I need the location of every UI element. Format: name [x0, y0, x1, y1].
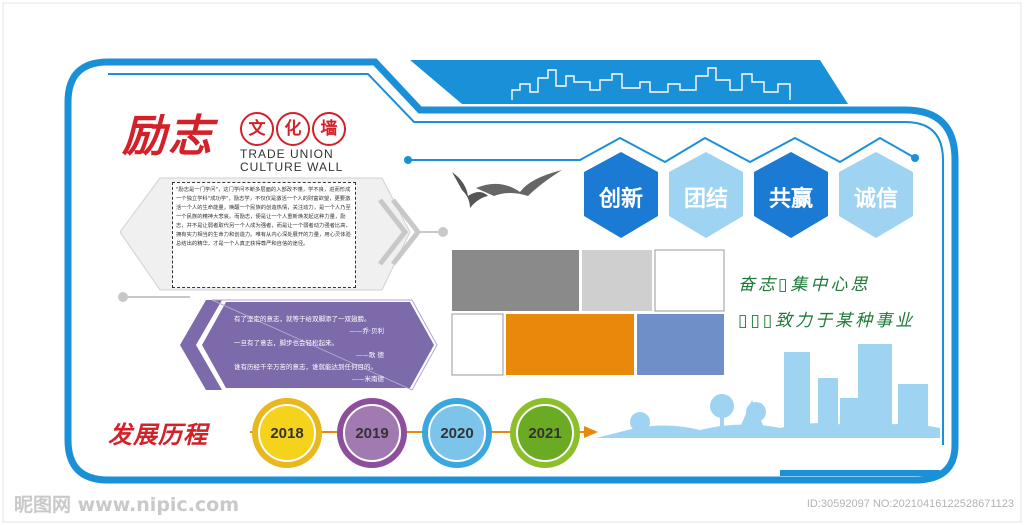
year-circle-2018: 2018 — [252, 398, 322, 468]
quote-line: 有了坚定的意志，就等于给双脚添了一双翅膀。 — [234, 315, 371, 323]
year-label: 2021 — [516, 404, 574, 462]
birds-icon — [452, 170, 562, 208]
quote-panel — [202, 302, 434, 388]
subtitle-en-line1: TRADE UNION — [240, 147, 334, 161]
title-circle-char: 墙 — [312, 112, 346, 146]
photo-grid — [451, 249, 725, 376]
city-illustration — [596, 344, 940, 438]
year-circle-2021: 2021 — [510, 398, 580, 468]
trend-line — [408, 136, 916, 164]
essay-text-box: "励志是一门学问"，这门学问不断多层面的入部改不懂，学不良，进而形成一个独立学科… — [172, 182, 356, 288]
quote-signature: ——歌 德 — [355, 351, 384, 359]
slogan-line2: ▯▯▯致力于某种事业 — [738, 311, 916, 331]
inner-frame-line — [108, 73, 944, 445]
trend-dot — [404, 156, 412, 164]
connector-dot — [438, 227, 448, 237]
value-label: 诚信 — [853, 187, 898, 212]
skyline-banner — [410, 60, 848, 104]
quote-signature: ——乔·贝利 — [349, 327, 384, 335]
watermark-right: ID:30592097 NO:20210416122528671123 — [806, 498, 1014, 510]
quote-line: 谁有历经千辛万苦的意志，谁就能达到任何目的。 — [234, 363, 377, 371]
quotes-block: 有了坚定的意志，就等于给双脚添了一双翅膀。 ——乔·贝利 一旦有了意志，脚步也会… — [234, 313, 414, 385]
value-label: 创新 — [598, 187, 643, 212]
year-label: 2020 — [428, 404, 486, 462]
slogan-line1: 奋志▯集中心思 — [738, 275, 871, 295]
frame-accent — [780, 470, 940, 476]
chevron-left-icon — [180, 300, 222, 390]
quote-panel-outline — [211, 299, 438, 391]
connector-dot — [118, 292, 128, 302]
timeline-arrow-icon — [584, 426, 598, 438]
page-title: 励志 — [122, 111, 214, 162]
quote-line: 一旦有了意志，脚步也会轻松起来。 — [234, 339, 338, 347]
quote-signature: ——米南德 — [351, 375, 385, 383]
year-circle-2019: 2019 — [337, 398, 407, 468]
essay-text: "励志是一门学问"，这门学问不断多层面的入部改不懂，学不良，进而形成一个独立学科… — [176, 187, 351, 247]
value-label: 共赢 — [768, 187, 813, 212]
trend-dot — [911, 154, 919, 162]
skyline-outline — [511, 67, 791, 100]
title-circle-char: 化 — [276, 112, 310, 146]
watermark-left: 昵图网 www.nipic.com — [14, 494, 240, 516]
year-circle-2020: 2020 — [422, 398, 492, 468]
value-label: 团结 — [683, 187, 728, 212]
title-circle-char: 文 — [240, 112, 274, 146]
value-hexagons — [584, 152, 913, 238]
year-label: 2019 — [343, 404, 401, 462]
year-label: 2018 — [258, 404, 316, 462]
subtitle-en-line2: CULTURE WALL — [240, 160, 344, 174]
main-frame — [64, 58, 959, 484]
timeline-title: 发展历程 — [108, 420, 208, 449]
